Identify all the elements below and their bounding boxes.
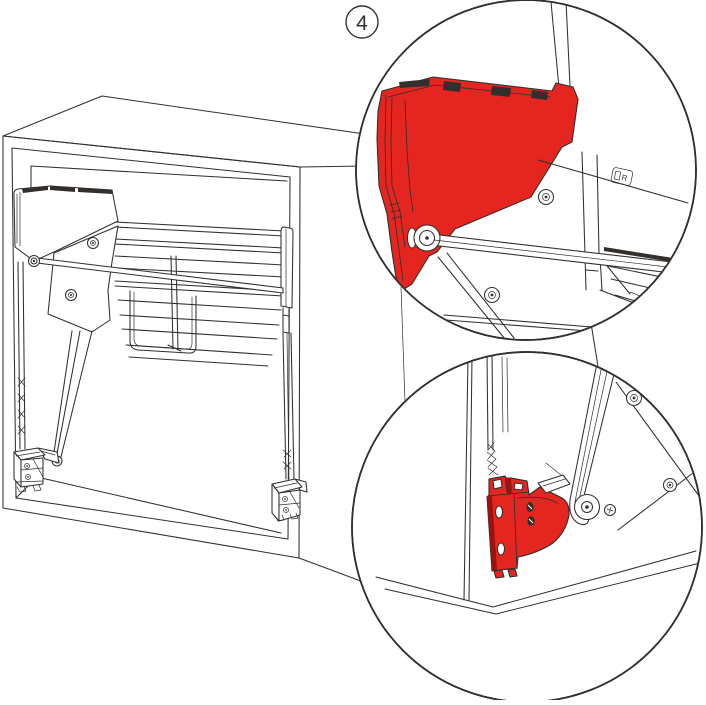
right-arm-assembly <box>271 332 308 522</box>
highlighted-bottom-bracket <box>486 474 571 579</box>
bottom-left-bracket <box>13 447 60 493</box>
lift-mechanism-rails <box>114 221 294 367</box>
left-arm-assembly <box>13 185 284 467</box>
brand-stamp: R <box>610 167 634 186</box>
front-mount-bracket <box>129 255 197 354</box>
main-cabinet-drawing <box>2 95 641 626</box>
step-badge: 4 <box>345 5 379 39</box>
step-number: 4 <box>356 12 368 35</box>
badge-circle <box>345 5 379 39</box>
frame-edge-line <box>400 286 406 403</box>
svg-text:R: R <box>621 173 629 183</box>
detail-callout-top: R <box>355 0 697 341</box>
arm-cover <box>13 185 119 262</box>
detail-callout-bottom <box>351 351 703 703</box>
